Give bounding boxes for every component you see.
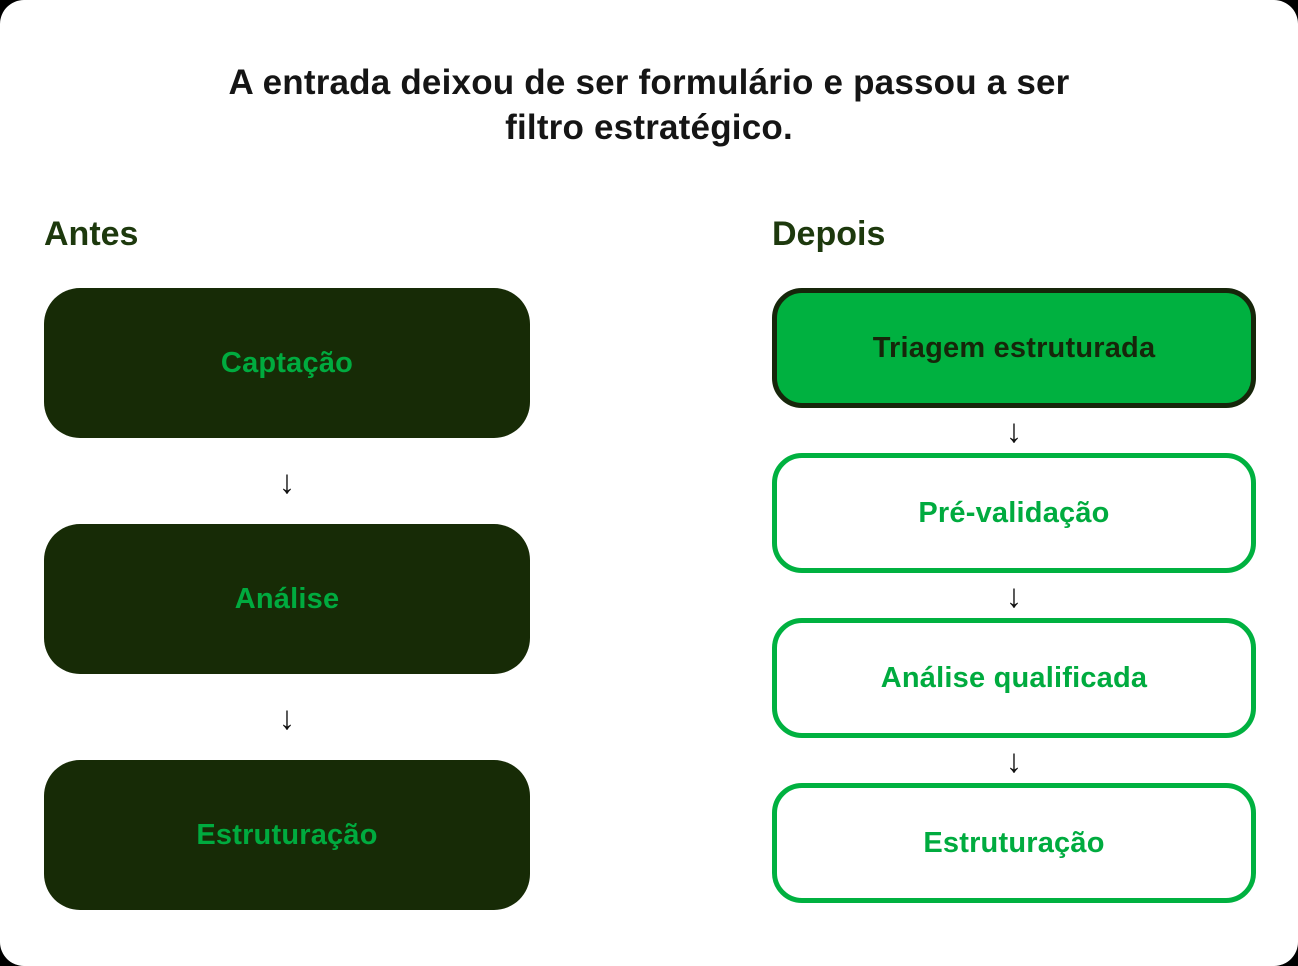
down-arrow-glyph: ↓ xyxy=(278,698,296,736)
after-step-triagem-estruturada: Triagem estruturada xyxy=(772,288,1256,408)
after-step-estruturacao: Estruturação xyxy=(772,783,1256,903)
down-arrow-icon: ↓ xyxy=(44,674,530,760)
step-label: Estruturação xyxy=(923,826,1105,859)
before-flow: Captação ↓ Análise ↓ Estruturação xyxy=(44,288,530,910)
down-arrow-glyph: ↓ xyxy=(1005,742,1023,779)
step-label: Pré-validação xyxy=(918,496,1110,529)
down-arrow-icon: ↓ xyxy=(772,738,1256,783)
after-heading: Depois xyxy=(772,215,886,253)
before-step-analise: Análise xyxy=(44,524,530,674)
down-arrow-glyph: ↓ xyxy=(1005,412,1023,449)
title-line-1: A entrada deixou de ser formulário e pas… xyxy=(228,63,1070,102)
after-flow: Triagem estruturada ↓ Pré-validação ↓ An… xyxy=(772,288,1256,903)
down-arrow-icon: ↓ xyxy=(44,438,530,524)
step-label: Análise xyxy=(234,582,340,615)
step-label: Triagem estruturada xyxy=(872,331,1156,364)
before-column: Antes Captação ↓ Análise ↓ Estruturação xyxy=(44,210,530,910)
down-arrow-icon: ↓ xyxy=(772,408,1256,453)
down-arrow-glyph: ↓ xyxy=(1005,577,1023,614)
step-label: Estruturação xyxy=(196,818,378,851)
step-label: Captação xyxy=(220,346,354,379)
after-column: Depois Triagem estruturada ↓ Pré-validaç… xyxy=(772,210,1256,903)
before-heading: Antes xyxy=(44,215,139,253)
after-step-analise-qualificada: Análise qualificada xyxy=(772,618,1256,738)
down-arrow-icon: ↓ xyxy=(772,573,1256,618)
step-label: Análise qualificada xyxy=(880,661,1148,694)
before-step-estruturacao: Estruturação xyxy=(44,760,530,910)
page-title: A entrada deixou de ser formulário e pas… xyxy=(0,60,1298,150)
title-line-2: filtro estratégico. xyxy=(505,108,793,147)
down-arrow-glyph: ↓ xyxy=(278,462,296,500)
after-step-pre-validacao: Pré-validação xyxy=(772,453,1256,573)
before-step-captacao: Captação xyxy=(44,288,530,438)
